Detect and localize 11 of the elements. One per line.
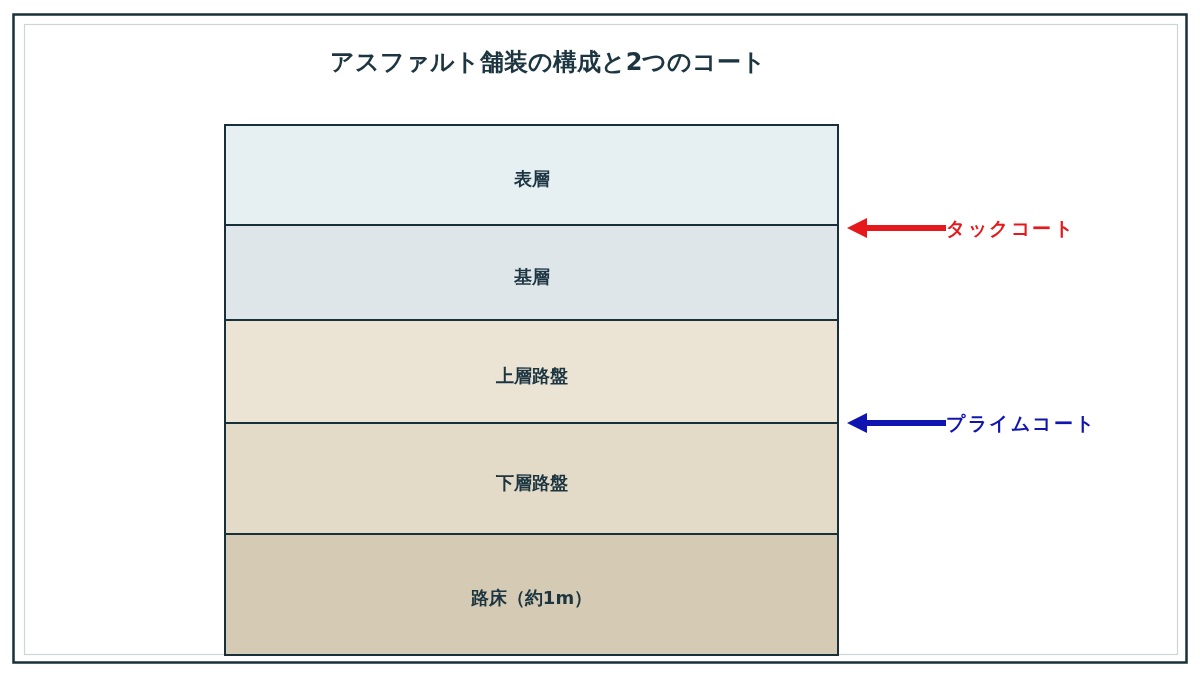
layer-name: 路床（約1m） — [470, 585, 593, 610]
layer-name: 下層路盤 — [495, 470, 568, 495]
callout-label: タックコート — [946, 215, 1075, 241]
arrow — [847, 218, 946, 238]
layer-name: 表層 — [513, 167, 550, 191]
title: アスファルト舗装の構成と2つのコート — [329, 47, 767, 78]
pavement-layer — [224, 533, 839, 656]
layer-name: 上層路盤 — [495, 363, 568, 388]
layer-name: 基層 — [513, 264, 550, 289]
arrow — [847, 413, 946, 433]
callout-label: プライムコート — [946, 410, 1097, 436]
